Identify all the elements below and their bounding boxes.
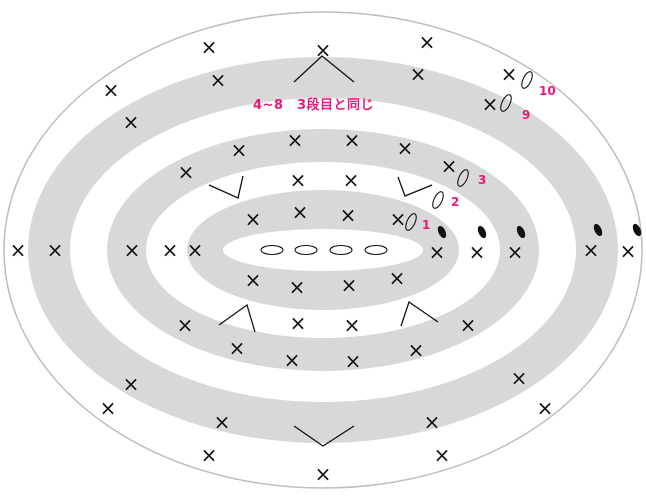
single-crochet-symbol: × (344, 313, 361, 337)
single-crochet-symbol: × (187, 238, 204, 262)
chain-oval-icon (329, 244, 353, 256)
single-crochet-symbol: × (434, 443, 451, 467)
v-increase-icon (293, 55, 355, 83)
slip-stitch-icon (477, 225, 487, 239)
single-crochet-symbol: × (284, 348, 301, 372)
single-crochet-symbol: × (583, 238, 600, 262)
slip-stitch-icon (632, 223, 642, 237)
v-increase-icon (293, 425, 355, 447)
chain-oval-icon (294, 244, 318, 256)
single-crochet-symbol: × (10, 238, 27, 262)
single-crochet-symbol: × (201, 443, 218, 467)
single-crochet-symbol: × (210, 68, 227, 92)
single-crochet-symbol: × (460, 313, 477, 337)
single-crochet-symbol: × (507, 240, 524, 264)
single-crochet-symbol: × (290, 311, 307, 335)
single-crochet-symbol: × (245, 207, 262, 231)
chain-oval-icon (521, 71, 533, 89)
v-increase-icon (218, 303, 256, 333)
slip-stitch-icon (437, 225, 447, 239)
chain-oval-icon (260, 244, 284, 256)
single-crochet-symbol: × (201, 35, 218, 59)
slip-stitch-icon (593, 223, 603, 237)
v-increase-icon (397, 176, 433, 197)
single-crochet-symbol: × (511, 366, 528, 390)
v-increase-icon (400, 300, 439, 327)
chain-oval-icon (500, 94, 512, 112)
single-crochet-symbol: × (345, 349, 362, 373)
row-number-10: 10 (539, 84, 556, 98)
single-crochet-symbol: × (178, 160, 195, 184)
stitch-layer: × × × × × × × × × × × × × × × × × × × × × × × × × × × × × × × × × × × × × × × ×… (10, 30, 642, 486)
row-number-3: 3 (478, 173, 487, 187)
single-crochet-symbol: × (100, 396, 117, 420)
single-crochet-symbol: × (162, 238, 179, 262)
single-crochet-symbol: × (315, 38, 332, 62)
row-number-9: 9 (522, 108, 531, 122)
single-crochet-symbol: × (344, 128, 361, 152)
single-crochet-symbol: × (397, 136, 414, 160)
single-crochet-symbol: × (245, 268, 262, 292)
single-crochet-symbol: × (441, 154, 458, 178)
single-crochet-symbol: × (123, 110, 140, 134)
single-crochet-symbol: × (229, 336, 246, 360)
single-crochet-symbol: × (177, 313, 194, 337)
chain-oval-icon (405, 213, 417, 231)
single-crochet-symbol: × (315, 462, 332, 486)
single-crochet-symbol: × (537, 396, 554, 420)
slip-stitch-icon (516, 225, 526, 239)
v-increase-icon (208, 175, 244, 199)
chain-oval-icon (432, 191, 444, 209)
single-crochet-symbol: × (123, 372, 140, 396)
row-number-2: 2 (451, 195, 460, 209)
chain-oval-icon (457, 169, 469, 187)
center-foundation (223, 229, 423, 271)
chain-oval-icon (364, 244, 388, 256)
row-number-1: 1 (422, 218, 431, 232)
single-crochet-symbol: × (482, 92, 499, 116)
repeat-note: 4~8 3段目と同じ (253, 98, 375, 113)
single-crochet-symbol: × (620, 239, 637, 263)
single-crochet-symbol: × (214, 410, 231, 434)
single-crochet-symbol: × (290, 168, 307, 192)
single-crochet-symbol: × (124, 238, 141, 262)
single-crochet-symbol: × (501, 62, 518, 86)
single-crochet-symbol: × (429, 240, 446, 264)
single-crochet-symbol: × (340, 203, 357, 227)
single-crochet-symbol: × (389, 266, 406, 290)
single-crochet-symbol: × (419, 30, 436, 54)
single-crochet-symbol: × (390, 207, 407, 231)
single-crochet-symbol: × (231, 138, 248, 162)
single-crochet-symbol: × (103, 78, 120, 102)
single-crochet-symbol: × (287, 128, 304, 152)
single-crochet-symbol: × (408, 338, 425, 362)
single-crochet-symbol: × (469, 240, 486, 264)
single-crochet-symbol: × (292, 200, 309, 224)
single-crochet-symbol: × (47, 238, 64, 262)
single-crochet-symbol: × (410, 62, 427, 86)
single-crochet-symbol: × (424, 410, 441, 434)
single-crochet-symbol: × (289, 275, 306, 299)
single-crochet-symbol: × (341, 273, 358, 297)
single-crochet-symbol: × (343, 168, 360, 192)
